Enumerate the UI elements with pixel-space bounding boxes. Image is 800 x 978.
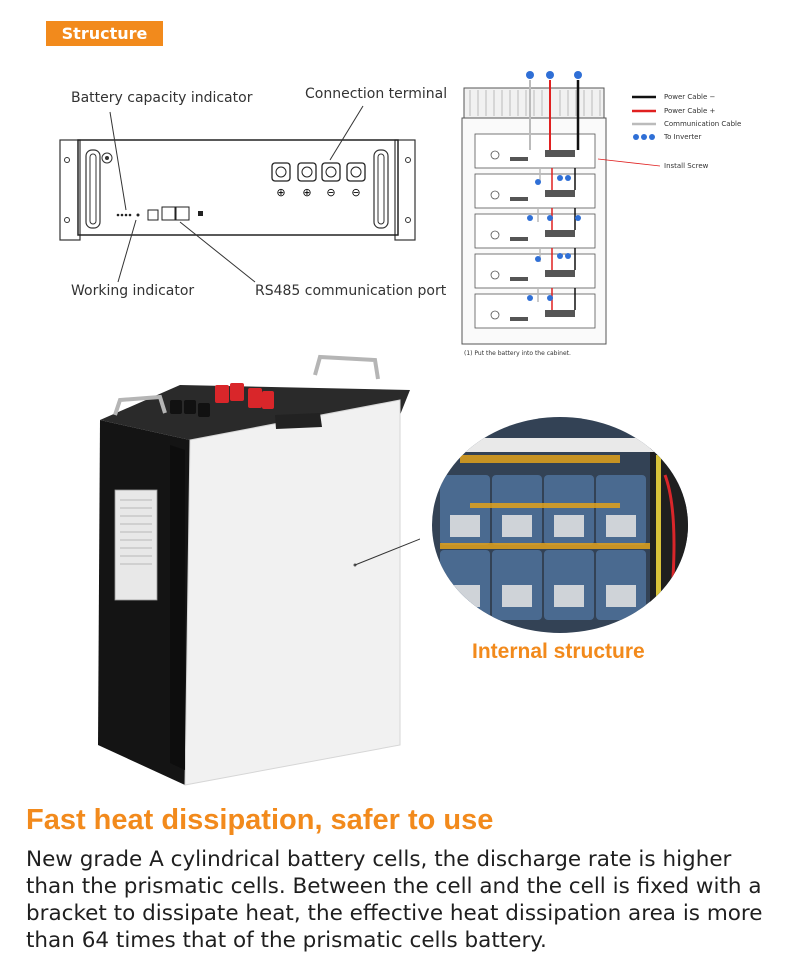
internal-structure-label: Internal structure [472, 640, 645, 663]
capacity-led-dots [116, 213, 132, 217]
working-indicator-label: Working indicator [71, 283, 195, 299]
right-mount-ear [394, 139, 416, 241]
legend-power-minus: Power Cable − [664, 93, 716, 101]
panel-body [77, 139, 399, 236]
badge-icons [526, 71, 582, 301]
battery-module-photo [98, 354, 420, 786]
capacity-indicator-label: Battery capacity indicator [71, 90, 253, 106]
left-handle [85, 149, 101, 229]
top-handle-right [313, 354, 380, 380]
minus-icon: ⊖ [351, 186, 360, 199]
legend-install-screw: Install Screw [664, 162, 709, 170]
terminal-group: ⊕ ⊕ ⊖ ⊖ [271, 162, 366, 199]
spec-label-sticker [114, 489, 158, 601]
internal-structure-photo [432, 417, 688, 633]
top-handle-left [113, 394, 167, 416]
legend-power-plus: Power Cable + [664, 107, 716, 115]
rs485-port-icon [161, 206, 176, 221]
connection-terminal-label: Connection terminal [305, 86, 448, 102]
section-badge: Structure [46, 21, 163, 46]
plus-icon: ⊕ [302, 186, 311, 199]
rs485-port-label: RS485 communication port [255, 283, 447, 299]
working-led [136, 213, 140, 217]
minus-icon: ⊖ [326, 186, 335, 199]
legend-communication: Communication Cable [664, 120, 742, 128]
legend-to-inverter: To Inverter [664, 133, 702, 141]
feature-description: New grade A cylindrical battery cells, t… [26, 847, 763, 953]
plus-icon: ⊕ [276, 186, 285, 199]
power-switch-icon [101, 152, 113, 164]
cabinet-diagram [461, 71, 661, 345]
front-panel-diagram: ⊕ ⊕ ⊖ ⊖ [59, 71, 661, 345]
reset-button-icon [147, 209, 159, 221]
right-handle [373, 149, 389, 229]
feature-headline: Fast heat dissipation, safer to use [26, 804, 494, 836]
cabinet-note: (1) Put the battery into the cabinet. [464, 350, 571, 357]
left-mount-ear [59, 139, 81, 241]
rs485-port-icon-2 [175, 206, 190, 221]
